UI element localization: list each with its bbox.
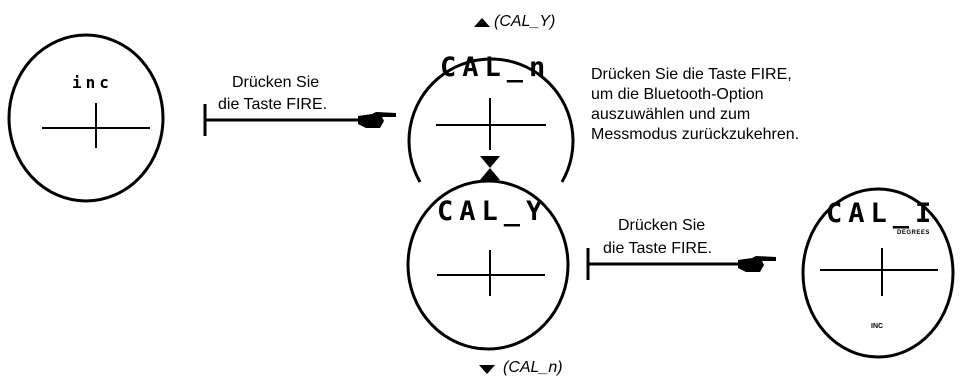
display-inc: inc — [72, 73, 113, 92]
screen-cal-1 — [801, 187, 955, 359]
screen-cal-y — [406, 179, 570, 351]
bluetooth-note-line2: um die Bluetooth-Option — [591, 86, 764, 103]
display-cal-1: CAL_I — [826, 198, 938, 229]
pointing-hand-icon — [358, 112, 396, 128]
arrow-press-fire-2 — [586, 248, 745, 280]
bluetooth-note-line1: Drücken Sie die Taste FIRE, — [591, 66, 792, 83]
bluetooth-note-line3: auszuwählen und zum — [591, 106, 751, 123]
display-mode-inc: INC — [871, 323, 884, 330]
nav-up-label: (CAL_Y) — [494, 13, 556, 30]
press-fire-label-1-line1: Drücken Sie — [232, 74, 320, 91]
press-fire-label-1b: die Taste FIRE. — [218, 95, 327, 114]
screen-cal-n — [407, 57, 575, 183]
display-cal-n: CAL_n — [440, 52, 552, 83]
press-fire-label-1-line2: die Taste FIRE. — [218, 96, 328, 113]
press-fire-label-2-line2: die Taste FIRE. — [603, 240, 713, 257]
screen-inc — [7, 33, 165, 203]
display-cal-y: CAL_Y — [437, 196, 549, 227]
bluetooth-note-line4: Messmodus zurückzukehren. — [591, 126, 800, 143]
press-fire-label-2-line1: Drücken Sie — [618, 217, 706, 234]
press-fire-label-2: Drücken Sie — [618, 216, 705, 235]
hourglass-arrows-icon — [480, 156, 500, 180]
nav-down-label: (CAL_n) — [503, 359, 563, 376]
arrow-press-fire-1 — [203, 104, 363, 136]
press-fire-label-1: Drücken Sie — [232, 73, 319, 92]
triangle-down-icon — [479, 365, 495, 374]
press-fire-label-2b: die Taste FIRE. — [603, 239, 712, 258]
display-unit-degrees: DEGREES — [897, 230, 930, 236]
pointing-hand-icon — [738, 256, 776, 272]
bluetooth-note: Drücken Sie die Taste FIRE, um die Bluet… — [591, 65, 799, 145]
triangle-up-icon — [474, 18, 490, 27]
